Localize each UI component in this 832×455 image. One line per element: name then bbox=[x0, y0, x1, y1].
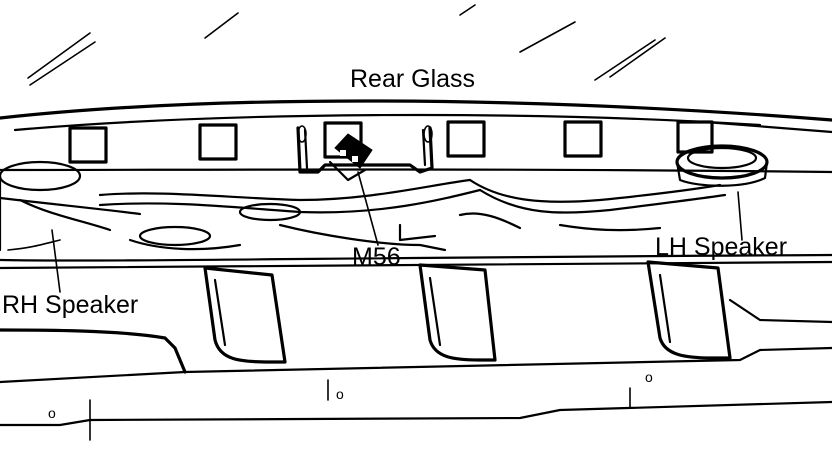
lh-speaker-shape bbox=[675, 144, 769, 187]
connector-bracket bbox=[296, 125, 434, 174]
rear-glass-reflection-lines bbox=[27, 4, 666, 86]
m56-connector-label: M56 bbox=[352, 243, 401, 271]
hole-mark-2: o bbox=[336, 386, 344, 402]
mounting-brackets bbox=[203, 260, 732, 364]
hole-mark-1: o bbox=[48, 405, 56, 421]
wire-harness bbox=[98, 178, 727, 252]
rear-glass-label: Rear Glass bbox=[350, 65, 475, 93]
mounting-holes: o o o bbox=[48, 369, 653, 441]
m56-connector bbox=[328, 133, 373, 182]
rh-speaker-shape bbox=[0, 160, 112, 252]
leader-lines bbox=[51, 171, 743, 293]
tray-body-outline bbox=[0, 168, 832, 427]
lh-speaker-label: LH Speaker bbox=[655, 233, 787, 261]
hole-mark-3: o bbox=[645, 369, 653, 385]
rh-speaker-label: RH Speaker bbox=[2, 291, 138, 319]
rear-glass-edge bbox=[0, 99, 832, 134]
tray-window-openings bbox=[68, 120, 714, 164]
